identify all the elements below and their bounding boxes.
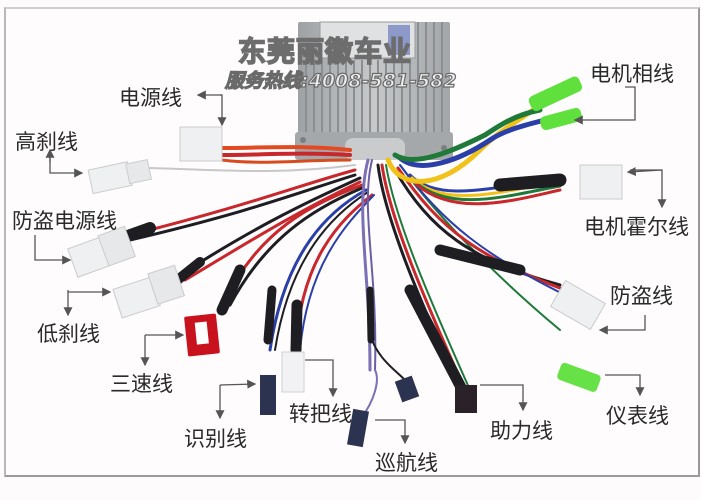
connector-identification bbox=[260, 375, 276, 415]
label-anti-theft-power-wire: 防盗电源线 bbox=[12, 209, 117, 233]
watermark-company: 东莞丽徽车业 bbox=[237, 34, 413, 69]
label-arrows bbox=[34, 86, 667, 445]
connector-anti-theft bbox=[549, 279, 607, 331]
connector-meter bbox=[557, 362, 601, 392]
label-throttle-wire: 转把线 bbox=[289, 402, 352, 426]
connector-throttle bbox=[281, 351, 305, 393]
connector-motor-hall bbox=[579, 164, 623, 200]
connector-high-brake bbox=[87, 158, 152, 195]
label-motor-hall-wire: 电机霍尔线 bbox=[584, 215, 689, 239]
controller-box bbox=[295, 21, 453, 160]
label-anti-theft-wire: 防盗线 bbox=[610, 284, 673, 308]
connector-low-brake bbox=[112, 264, 186, 319]
label-low-brake-wire: 低刹线 bbox=[37, 322, 100, 346]
label-cruise-wire: 巡航线 bbox=[375, 451, 438, 475]
label-power-wire: 电源线 bbox=[119, 86, 182, 110]
connector-anti-theft-power bbox=[67, 225, 136, 278]
connectors bbox=[67, 76, 623, 448]
connector-cruise bbox=[346, 408, 370, 448]
connector-assist bbox=[455, 385, 477, 413]
wire-harness bbox=[116, 102, 567, 421]
label-meter-wire: 仪表线 bbox=[606, 404, 669, 428]
connector-motor-phase bbox=[528, 76, 583, 131]
label-three-speed-wire: 三速线 bbox=[110, 372, 173, 396]
watermark-hotline: 服务热线:4008-581-582 bbox=[224, 69, 457, 92]
label-motor-phase-wire: 电机相线 bbox=[590, 62, 674, 86]
label-identification-wire: 识别线 bbox=[184, 427, 247, 451]
label-high-brake-wire: 高刹线 bbox=[15, 130, 78, 154]
label-assist-wire: 助力线 bbox=[490, 419, 553, 443]
connector-power bbox=[179, 126, 223, 162]
